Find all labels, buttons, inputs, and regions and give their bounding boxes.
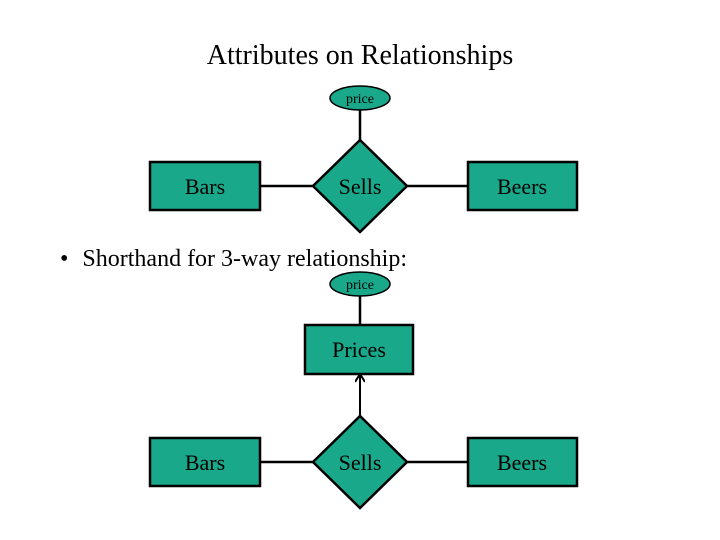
bottom-prices-entity: Prices bbox=[303, 323, 415, 376]
top-beers-label: Beers bbox=[497, 174, 547, 199]
slide-title: Attributes on Relationships bbox=[206, 40, 514, 71]
bottom-bars-entity: Bars bbox=[148, 436, 262, 488]
top-sells-label: Sells bbox=[339, 174, 382, 199]
top-beers-entity: Beers bbox=[466, 160, 579, 212]
bullet-marker: • bbox=[60, 246, 69, 272]
top-bars-label: Bars bbox=[185, 174, 225, 199]
top-price-label: price bbox=[346, 92, 374, 107]
bottom-price-attribute: price bbox=[329, 271, 391, 297]
top-sells-relationship: Sells bbox=[311, 138, 409, 234]
bottom-bars-label: Bars bbox=[185, 450, 225, 475]
bottom-beers-entity: Beers bbox=[466, 436, 579, 488]
bottom-sells-label: Sells bbox=[339, 450, 382, 475]
bottom-sells-relationship: Sells bbox=[311, 414, 409, 510]
top-diagram: price Bars Sells Beers bbox=[148, 85, 579, 234]
bullet-item: • Shorthand for 3-way relationship: bbox=[60, 246, 407, 273]
bottom-prices-label: Prices bbox=[332, 337, 386, 362]
top-bars-entity: Bars bbox=[148, 160, 262, 212]
top-price-attribute: price bbox=[329, 85, 391, 111]
bottom-diagram: Prices price Bars Sells Beers bbox=[148, 271, 579, 510]
bottom-price-label: price bbox=[346, 278, 374, 293]
bottom-beers-label: Beers bbox=[497, 450, 547, 475]
bullet-text: Shorthand for 3-way relationship: bbox=[82, 246, 408, 272]
